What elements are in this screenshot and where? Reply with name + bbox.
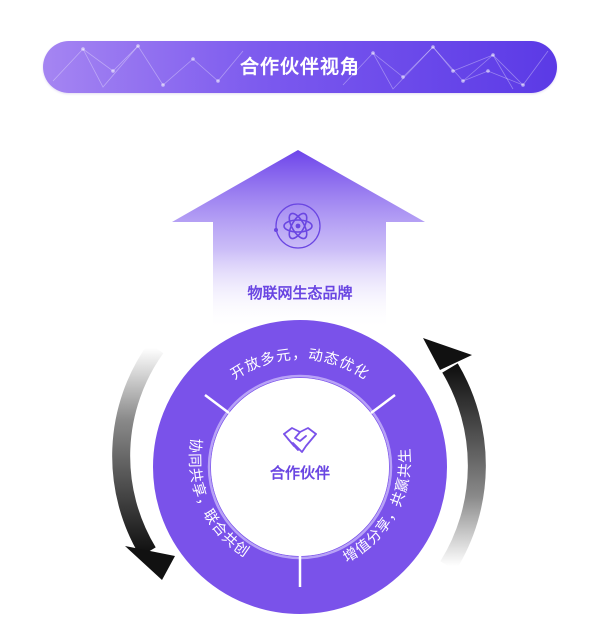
brand-arrow-shape [172,150,425,330]
partner-ring [153,320,447,614]
center-label: 合作伙伴 [269,464,330,482]
handshake-icon [283,427,317,453]
banner-title: 合作伙伴视角 [239,56,360,78]
network-pattern [52,44,549,90]
top-banner: 合作伙伴视角 [43,41,557,93]
left-cycle-arrow [112,342,175,580]
right-cycle-arrow [423,338,486,571]
atom-icon [274,203,321,249]
brand-label: 物联网生态品牌 [247,284,352,302]
